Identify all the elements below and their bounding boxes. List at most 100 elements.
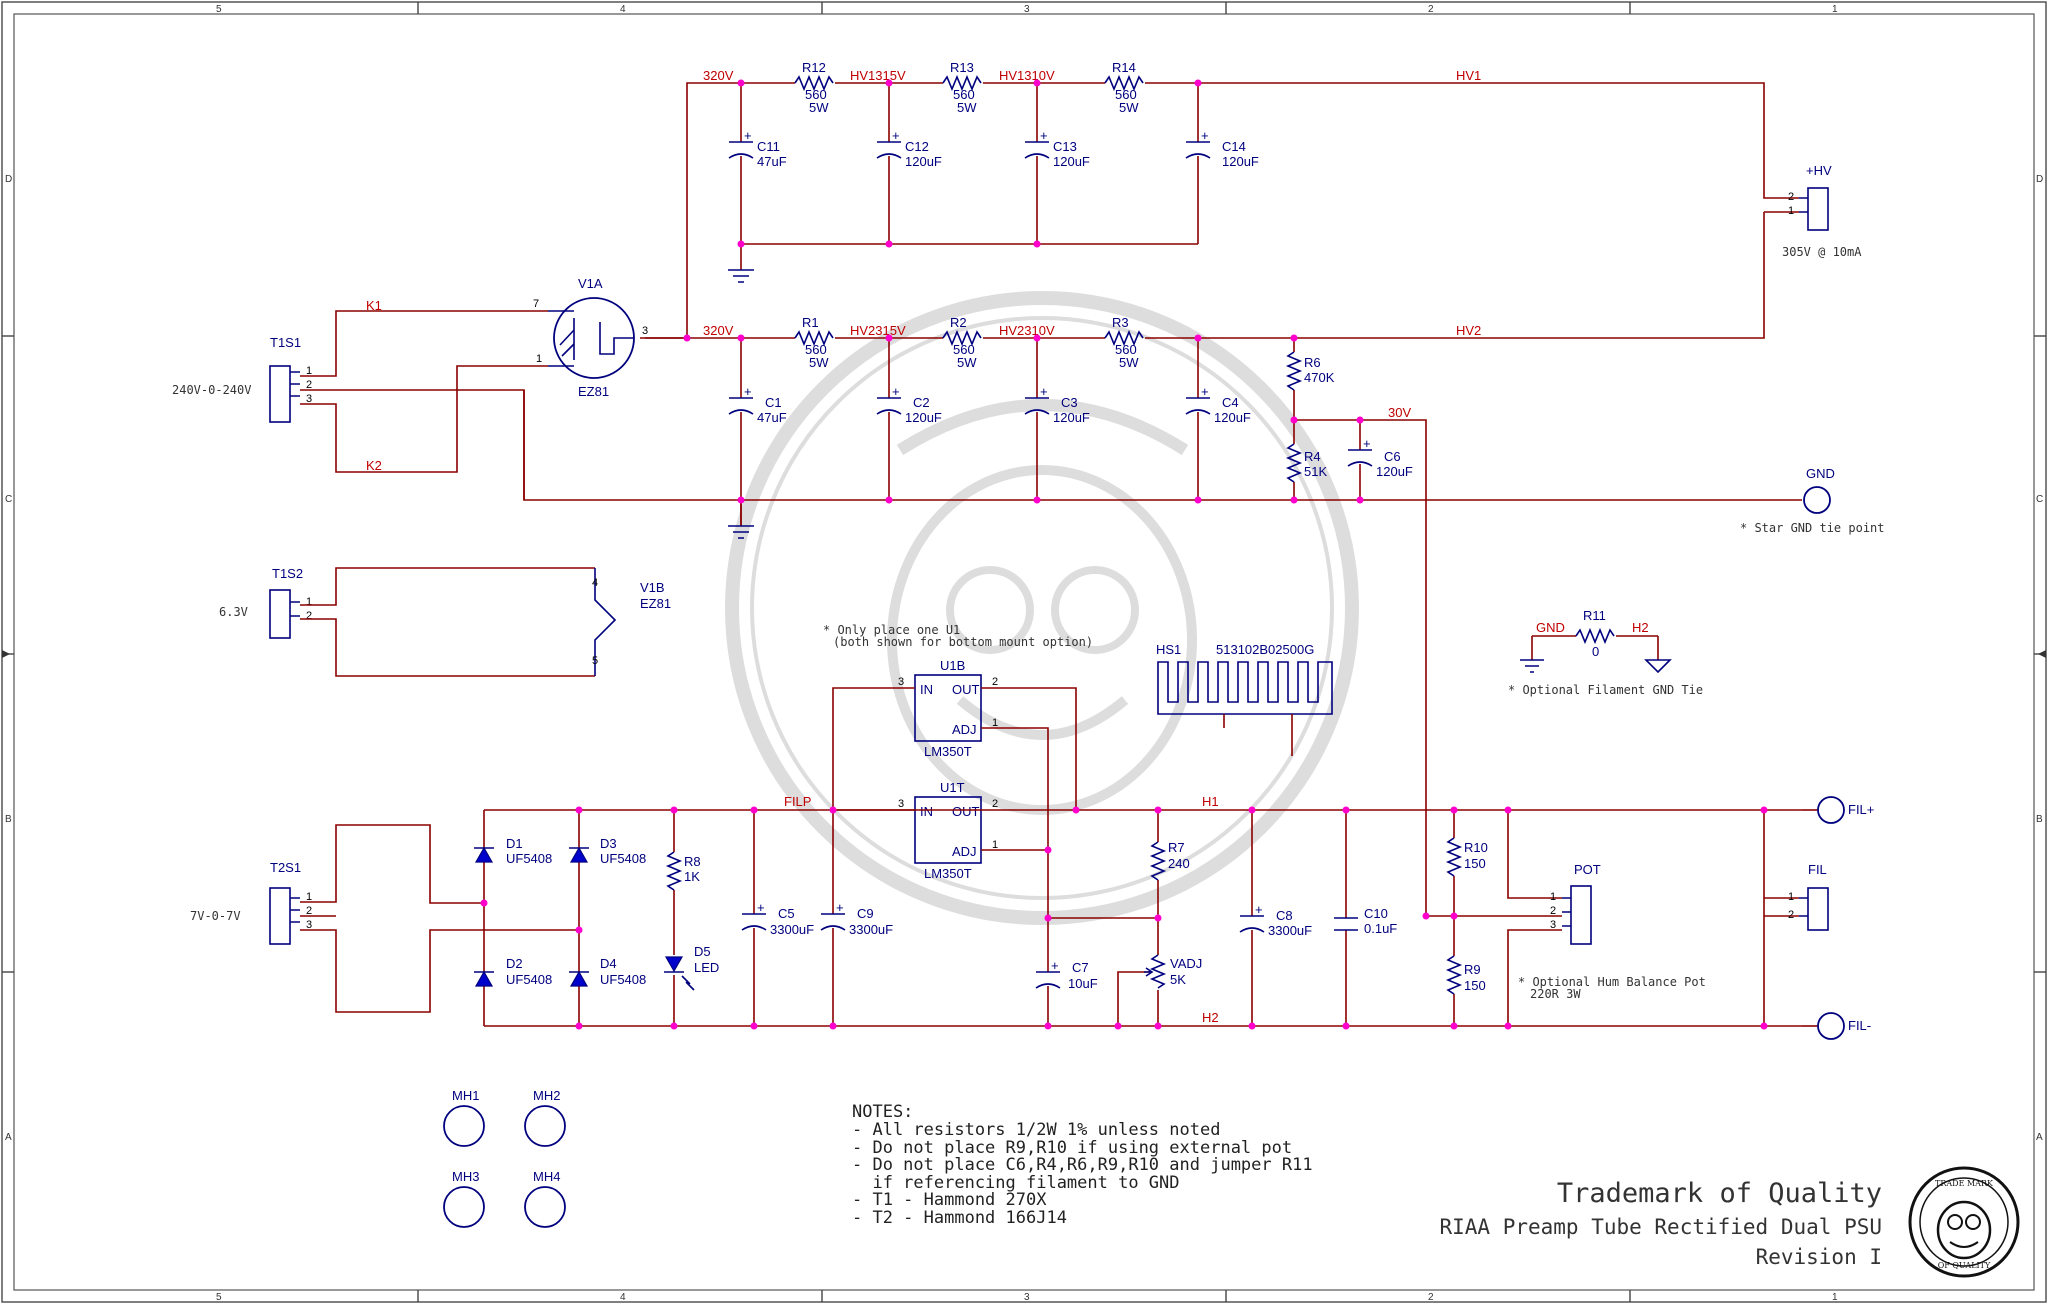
svg-text:C14: C14 xyxy=(1222,139,1246,154)
svg-text:1K: 1K xyxy=(684,869,700,884)
drawing-title: RIAA Preamp Tube Rectified Dual PSU xyxy=(1439,1215,1882,1239)
svg-text:LM350T: LM350T xyxy=(924,866,972,881)
diode-d1: D1 UF5408 xyxy=(474,836,552,866)
svg-text:+: + xyxy=(836,900,844,915)
frame-col-label: 3 xyxy=(1024,4,1030,15)
frame-row-label: B xyxy=(2036,814,2043,825)
connector-fil-minus: FIL- xyxy=(1802,1012,1871,1040)
svg-text:if referencing filament to GND: if referencing filament to GND xyxy=(852,1173,1180,1193)
mounting-hole-mh1: MH1 xyxy=(443,1088,485,1147)
frame-col-label: 3 xyxy=(1024,1292,1030,1303)
svg-text:3: 3 xyxy=(1550,919,1556,931)
svg-text:7: 7 xyxy=(533,298,539,310)
svg-text:R1: R1 xyxy=(802,315,819,330)
junction-dots xyxy=(480,79,1768,1030)
connector-fil-plus: FIL+ xyxy=(1802,796,1874,824)
net-label-hv2315: HV2315V xyxy=(850,323,906,338)
svg-text:1: 1 xyxy=(306,596,312,608)
svg-text:R11: R11 xyxy=(1583,608,1606,623)
svg-text:+: + xyxy=(1201,384,1209,399)
net-label-320v: 320V xyxy=(703,323,734,338)
svg-text:240: 240 xyxy=(1168,856,1190,871)
svg-text:120uF: 120uF xyxy=(1376,464,1413,479)
frame-col-label: 5 xyxy=(216,4,222,15)
potentiometer-vadj: VADJ 5K xyxy=(1144,954,1202,989)
svg-text:HS1: HS1 xyxy=(1156,642,1181,657)
connector-gnd: GND * Star GND tie point xyxy=(1740,466,1885,535)
svg-text:C13: C13 xyxy=(1053,139,1077,154)
svg-text:1: 1 xyxy=(536,353,542,365)
svg-text:5W: 5W xyxy=(1119,100,1139,115)
resistor-r11-tie: GND H2 R11 0 * Optional Filament GND Tie xyxy=(1508,608,1703,697)
svg-text:2: 2 xyxy=(992,676,998,688)
svg-text:3: 3 xyxy=(642,325,648,337)
svg-text:120uF: 120uF xyxy=(905,154,942,169)
svg-text:UF5408: UF5408 xyxy=(506,851,552,866)
resistor-r2: R2 560 5W xyxy=(942,315,982,370)
hv1-filter-chain xyxy=(686,82,1799,339)
mounting-hole-mh2: MH2 xyxy=(524,1088,566,1147)
u1t-wiring xyxy=(833,809,1159,1026)
svg-text:1: 1 xyxy=(306,365,312,377)
svg-text:560: 560 xyxy=(953,87,975,102)
svg-text:+: + xyxy=(892,128,900,143)
svg-text:0.1uF: 0.1uF xyxy=(1364,921,1397,936)
svg-text:U1T: U1T xyxy=(940,780,965,795)
svg-text:UF5408: UF5408 xyxy=(600,972,646,987)
svg-text:560: 560 xyxy=(953,342,975,357)
svg-text:560: 560 xyxy=(1115,342,1137,357)
u1-note: * Only place one U1 xyxy=(823,623,960,637)
svg-text:C12: C12 xyxy=(905,139,929,154)
net-label-hv1310: HV1310V xyxy=(999,68,1055,83)
frame-col-label: 1 xyxy=(1832,4,1838,15)
svg-text:0: 0 xyxy=(1592,644,1599,659)
svg-text:2: 2 xyxy=(306,905,312,917)
transformer-t1s1: T1S1 240V-0-240V 1 2 3 xyxy=(172,335,312,423)
svg-text:5W: 5W xyxy=(809,100,829,115)
diode-d2: D2 UF5408 xyxy=(474,956,552,987)
svg-text:R13: R13 xyxy=(950,60,974,75)
heatsink-hs1: HS1 513102B02500G xyxy=(1156,642,1333,756)
svg-text:+: + xyxy=(1201,128,1209,143)
svg-text:EZ81: EZ81 xyxy=(640,596,671,611)
diode-d3: D3 UF5408 xyxy=(569,836,646,866)
net-label-hv2310: HV2310V xyxy=(999,323,1055,338)
svg-text:5W: 5W xyxy=(957,100,977,115)
svg-text:R14: R14 xyxy=(1112,60,1136,75)
u1b-wiring xyxy=(832,687,1077,850)
svg-text:5K: 5K xyxy=(1170,972,1186,987)
svg-text:+HV: +HV xyxy=(1806,163,1832,178)
svg-text:UF5408: UF5408 xyxy=(506,972,552,987)
svg-text:EZ81: EZ81 xyxy=(578,384,609,399)
svg-text:+: + xyxy=(1051,958,1059,973)
svg-text:305V @ 10mA: 305V @ 10mA xyxy=(1782,245,1862,259)
svg-text:2: 2 xyxy=(306,379,312,391)
svg-text:1: 1 xyxy=(1788,205,1794,217)
svg-text:- Do not place R9,R10 if using: - Do not place R9,R10 if using external … xyxy=(852,1138,1292,1158)
svg-text:R4: R4 xyxy=(1304,449,1321,464)
svg-text:POT: POT xyxy=(1574,862,1601,877)
connector-pot: POT 1 2 3 * Optional Hum Balance Pot 220… xyxy=(1518,862,1706,1001)
svg-text:U1B: U1B xyxy=(940,658,965,673)
svg-text:2: 2 xyxy=(1550,905,1556,917)
net-label-hv1315: HV1315V xyxy=(850,68,906,83)
frame-row-label: D xyxy=(5,174,12,185)
company-name: Trademark of Quality xyxy=(1557,1178,1882,1209)
frame-col-label: 4 xyxy=(620,1292,626,1303)
svg-text:+: + xyxy=(1040,128,1048,143)
trademark-logo: TRADE MARK OF QUALITY xyxy=(1908,1166,2020,1278)
connector-fil: FIL 1 2 xyxy=(1788,862,1829,931)
tube-v1b-heater: 4 5 V1B EZ81 xyxy=(592,568,671,676)
hum-balance-network xyxy=(1426,810,1799,1026)
frame-row-label: C xyxy=(5,494,12,505)
capacitor-c9: + C9 3300uF xyxy=(820,810,893,1026)
frame-col-label: 4 xyxy=(620,4,626,15)
svg-text:120uF: 120uF xyxy=(905,410,942,425)
svg-text:120uF: 120uF xyxy=(1222,154,1259,169)
tube-v1a: V1A EZ81 7 1 3 xyxy=(533,276,648,399)
net-label-30v: 30V xyxy=(1388,405,1411,420)
resistor-r7: R7 240 xyxy=(1149,840,1190,881)
svg-text:LM350T: LM350T xyxy=(924,744,972,759)
svg-text:3300uF: 3300uF xyxy=(770,922,814,937)
